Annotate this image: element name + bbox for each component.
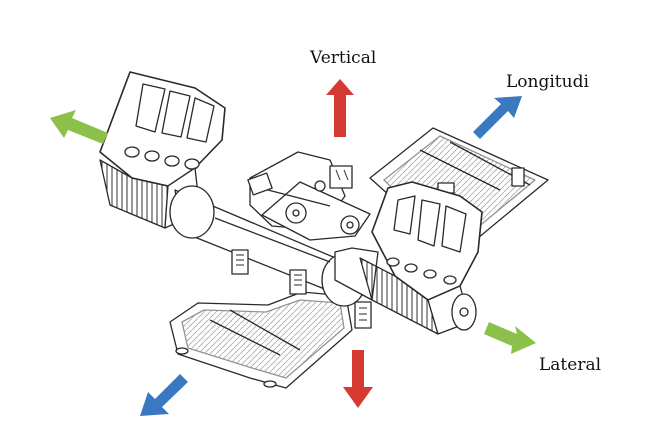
center-linkage (247, 151, 371, 241)
pedal-mechanism (99, 71, 549, 389)
vertical-label: Vertical (310, 48, 377, 68)
longitudinal-forward-arrow (473, 96, 522, 139)
longitudinal-label: Longitudi (506, 72, 589, 92)
lateral-left-arrow (50, 110, 108, 144)
front-rail-frame (169, 291, 353, 389)
main-tube (169, 185, 367, 307)
vertical-up-arrow (326, 79, 354, 137)
vertical-down-arrow (343, 350, 373, 408)
longitudinal-back-arrow (140, 374, 188, 416)
lateral-label: Lateral (539, 355, 602, 375)
spring-legs (231, 249, 372, 329)
motion-arrows (50, 79, 536, 416)
lateral-right-arrow (484, 322, 536, 354)
right-pedal (334, 181, 483, 335)
